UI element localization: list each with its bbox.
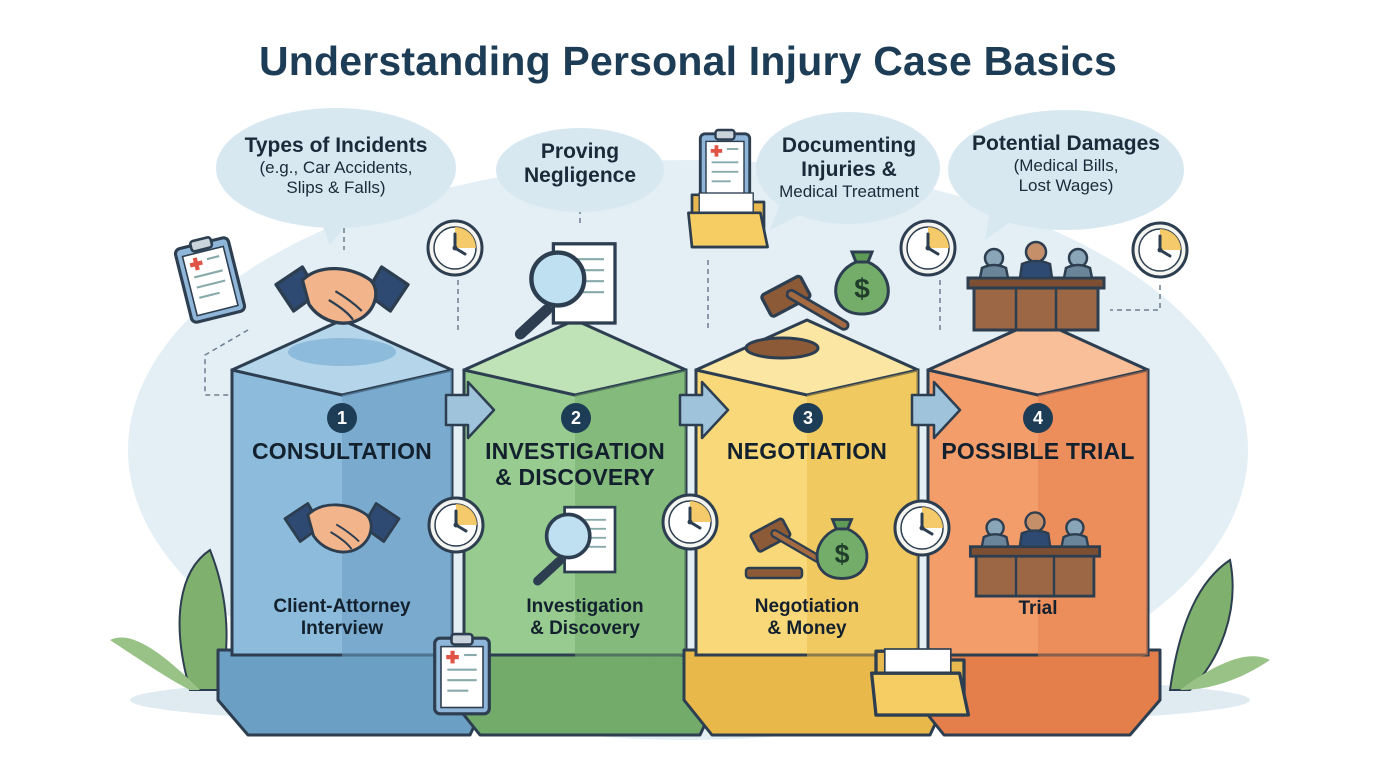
stage-caption-trial: Trial [932,598,1144,620]
clock-icon [661,493,719,551]
stage-number-badge: 3 [793,403,823,433]
bubble-line: Medical Treatment [779,182,919,202]
stage-title-line: CONSULTATION [252,438,432,464]
stage-title-consultation: CONSULTATION [236,438,448,464]
stage-title-line: POSSIBLE TRIAL [941,438,1135,464]
bubble-documenting-injuries: Documenting Injuries & Medical Treatment [754,134,944,202]
stage-caption-consultation: Client-Attorney Interview [236,596,448,640]
bubble-heading: Injuries & [801,158,897,182]
clock-icon [1131,221,1189,279]
page-title: Understanding Personal Injury Case Basic… [258,38,1118,84]
clock-icon [427,496,485,554]
stage-caption-line: Negotiation [754,596,860,617]
clock-icon [426,219,484,277]
stage-number-badge: 1 [327,403,357,433]
speech-bubbles [216,108,1184,245]
stage-caption-line: Interview [300,617,384,639]
folder-icon [869,647,971,717]
clock-icon [899,219,957,277]
stage-arrows [444,380,962,440]
medical-clipboard-icon [433,632,491,716]
bubble-proving-negligence: Proving Negligence [500,140,660,188]
bubble-line: Lost Wages) [1018,175,1114,195]
stage-number-badge: 4 [1023,403,1053,433]
bubble-line: (e.g., Car Accidents, [259,158,413,178]
gavel-base [744,566,804,580]
courtroom-icon [966,240,1106,332]
gavel-base [744,336,820,360]
stage-caption-line: Trial [1018,598,1058,619]
bubble-heading: Proving [540,140,620,163]
bubble-potential-damages: Potential Damages (Medical Bills, Lost W… [946,132,1186,195]
stage-caption-line: Client-Attorney [273,596,411,617]
stage-title-investigation: INVESTIGATION & DISCOVERY [468,438,682,491]
pillar-1 [216,318,502,737]
bubble-line: Slips & Falls) [286,177,386,197]
stage-caption-line: & Money [767,617,847,639]
bubble-heading: Types of Incidents [244,134,428,157]
stage-caption-negotiation: Negotiation & Money [700,596,914,640]
medical-clipboard-icon [171,231,248,325]
stage-title-possible-trial: POSSIBLE TRIAL [932,438,1144,464]
courtroom-icon [968,511,1102,598]
stage-title-negotiation: NEGOTIATION [700,438,914,464]
medical-clipboard-icon [698,128,752,204]
stage-caption-line: Investigation [526,596,644,617]
bubble-line: (Medical Bills, [1013,156,1119,176]
stage-caption-investigation: Investigation & Discovery [478,596,692,640]
bubble-heading: Potential Damages [972,132,1160,155]
stage-title-line: INVESTIGATION [485,438,665,464]
bubble-types-of-incidents: Types of Incidents (e.g., Car Accidents,… [216,134,456,197]
stage-title-line: & DISCOVERY [495,464,655,491]
stage-number-badge: 2 [561,403,591,433]
clock-icon [893,499,951,557]
stage-caption-line: & Discovery [530,617,640,639]
bubble-heading: Negligence [523,164,637,188]
stage-title-line: NEGOTIATION [726,438,888,464]
bubble-heading: Documenting [781,134,917,157]
